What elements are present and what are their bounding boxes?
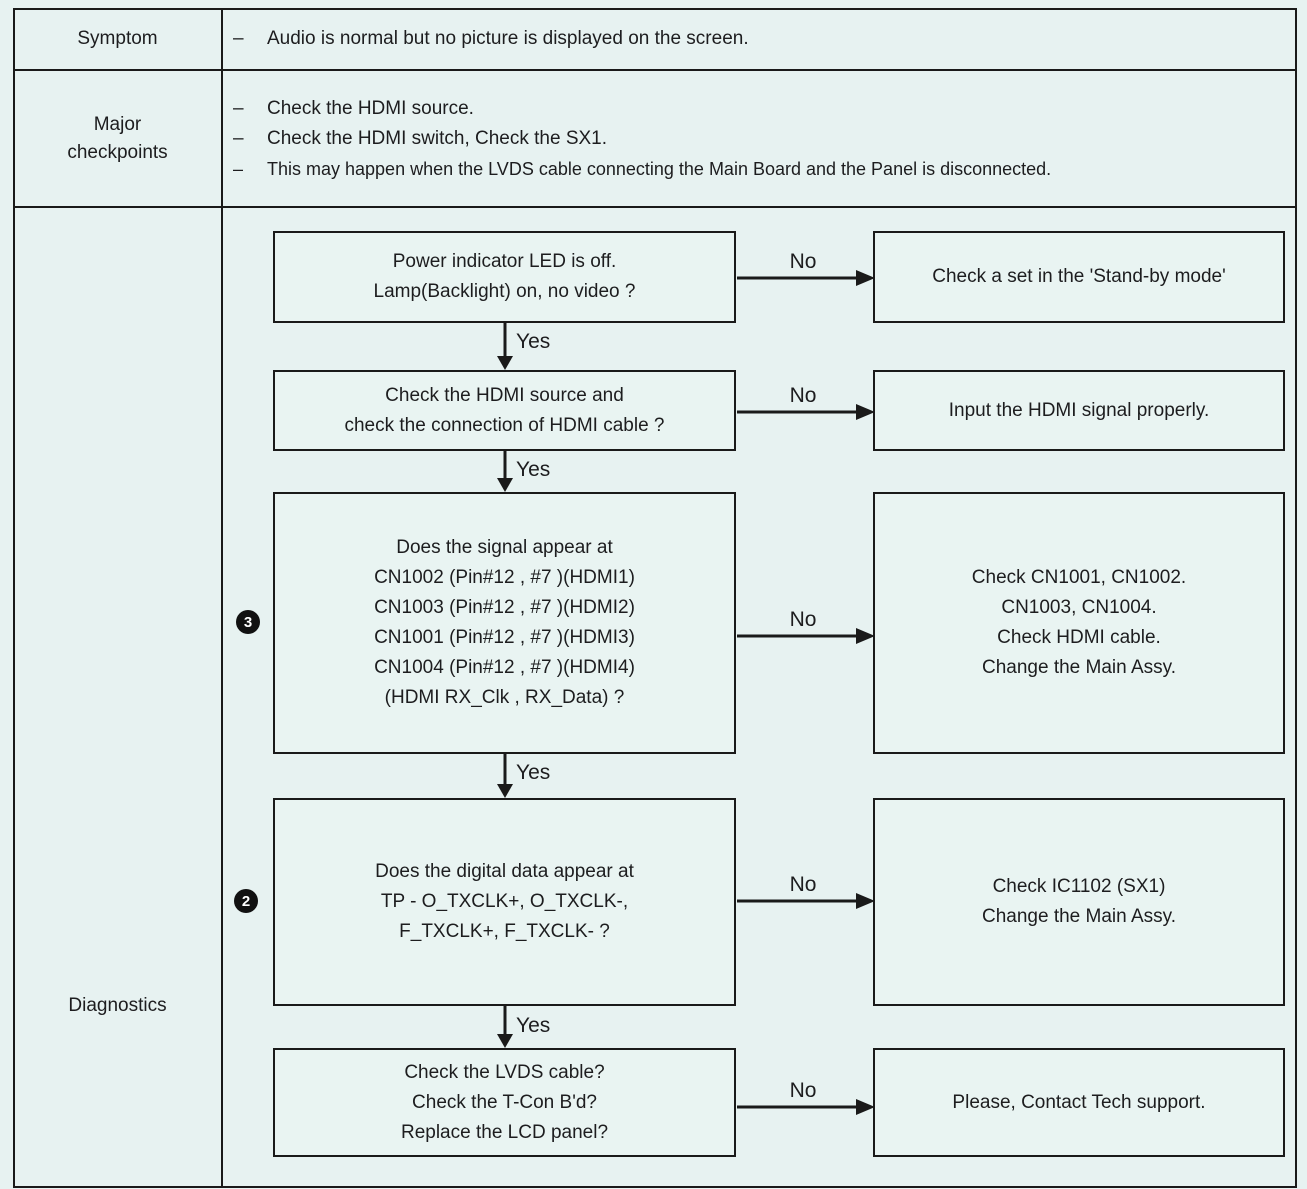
- flow-action-4: Check IC1102 (SX1) Change the Main Assy.: [982, 876, 1176, 927]
- table-border-right: [1295, 8, 1297, 1188]
- dash-bullet: –: [233, 158, 244, 179]
- flow-action-box-2: Input the HDMI signal properly.: [873, 370, 1285, 451]
- flow-action-box-5: Please, Contact Tech support.: [873, 1048, 1285, 1157]
- flow-action-1: Check a set in the 'Stand-by mode': [932, 266, 1226, 287]
- flow-question-box-1: Power indicator LED is off. Lamp(Backlig…: [273, 231, 736, 323]
- symptom-row-label-cell: Symptom: [13, 8, 222, 70]
- flow-question-box-2: Check the HDMI source and check the conn…: [273, 370, 736, 451]
- checkpoint-item: – Check the HDMI source.: [233, 94, 1297, 124]
- flow-question-4: Does the digital data appear at TP - O_T…: [375, 861, 634, 942]
- yes-label-4: Yes: [516, 1014, 551, 1037]
- checkpoint-text-1: Check the HDMI source.: [267, 97, 474, 119]
- flow-question-5: Check the LVDS cable? Check the T-Con B'…: [400, 1061, 609, 1143]
- flow-action-5: Please, Contact Tech support.: [952, 1091, 1206, 1113]
- flow-question-box-4: Does the digital data appear at TP - O_T…: [273, 798, 736, 1006]
- symptom-content-cell: – Audio is normal but no picture is disp…: [222, 8, 1297, 70]
- table-row-divider-2: [13, 206, 1297, 208]
- dash-bullet: –: [233, 127, 244, 149]
- no-label-4: No: [789, 873, 817, 896]
- checkpoints-content-cell: – Check the HDMI source. – Check the HDM…: [222, 70, 1297, 207]
- flow-question-box-5: Check the LVDS cable? Check the T-Con B'…: [273, 1048, 736, 1157]
- symptom-row-label: Symptom: [77, 28, 158, 49]
- table-border-bottom: [13, 1186, 1297, 1188]
- yes-arrow-3: [497, 754, 513, 798]
- flow-action-2: Input the HDMI signal properly.: [948, 399, 1210, 421]
- flow-action-box-1: Check a set in the 'Stand-by mode': [873, 231, 1285, 323]
- no-label-3: No: [789, 608, 817, 631]
- marker-circle-3: 3: [236, 610, 260, 634]
- flow-action-box-3: Check CN1001, CN1002. CN1003, CN1004. Ch…: [873, 492, 1285, 754]
- diagnostics-row-label-cell: Diagnostics: [13, 990, 222, 1022]
- table-border-top: [13, 8, 1297, 10]
- table-row-divider-1: [13, 69, 1297, 71]
- checkpoint-item: – Check the HDMI switch, Check the SX1.: [233, 124, 1297, 154]
- checkpoint-text-3: This may happen when the LVDS cable conn…: [267, 158, 1052, 179]
- checkpoint-text-2: Check the HDMI switch, Check the SX1.: [267, 127, 608, 149]
- table-border-left: [13, 8, 15, 1188]
- symptom-text: Audio is normal but no picture is displa…: [267, 28, 749, 49]
- diagnostics-row-label: Diagnostics: [68, 995, 167, 1016]
- flow-action-box-4: Check IC1102 (SX1) Change the Main Assy.: [873, 798, 1285, 1006]
- yes-label-3: Yes: [516, 761, 551, 784]
- no-label-1: No: [789, 250, 817, 273]
- symptom-item: – Audio is normal but no picture is disp…: [233, 24, 1297, 54]
- checkpoints-row-label: Major checkpoints: [67, 113, 168, 163]
- yes-arrow-4: [497, 1006, 513, 1048]
- dash-bullet: –: [233, 97, 244, 119]
- flow-question-box-3: Does the signal appear at CN1002 (Pin#12…: [273, 492, 736, 754]
- flow-question-3: Does the signal appear at CN1002 (Pin#12…: [374, 537, 635, 708]
- checkpoint-item: – This may happen when the LVDS cable co…: [233, 154, 1297, 184]
- marker-circle-2: 2: [234, 889, 258, 913]
- flow-question-1: Power indicator LED is off. Lamp(Backlig…: [373, 251, 636, 302]
- yes-label-2: Yes: [516, 458, 551, 481]
- table-column-divider: [221, 8, 223, 1188]
- no-label-5: No: [789, 1079, 817, 1102]
- yes-arrow-2: [497, 451, 513, 492]
- yes-label-1: Yes: [516, 330, 551, 353]
- flow-question-2: Check the HDMI source and check the conn…: [344, 384, 665, 436]
- flow-action-3: Check CN1001, CN1002. CN1003, CN1004. Ch…: [971, 567, 1187, 678]
- dash-bullet: –: [233, 28, 244, 49]
- yes-arrow-1: [497, 323, 513, 370]
- checkpoints-row-label-cell: Major checkpoints: [13, 70, 222, 207]
- no-label-2: No: [789, 384, 817, 407]
